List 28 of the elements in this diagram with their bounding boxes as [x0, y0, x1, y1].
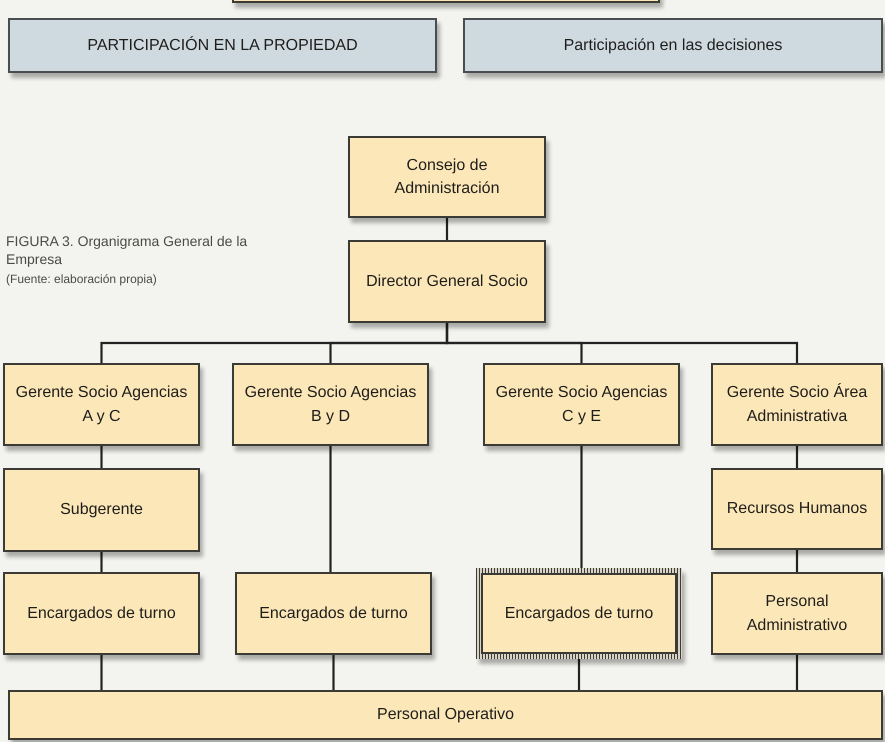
connector-line [100, 655, 103, 690]
source-note: (Fuente: elaboración propia) [6, 272, 157, 287]
org-box: Gerente Socio Agencias C y E [483, 363, 680, 446]
org-box: Encargados de turno [235, 572, 432, 655]
connector-line [100, 552, 103, 572]
org-box: Consejo de Administración [348, 136, 546, 218]
connector-line [796, 550, 798, 572]
connector-line [580, 446, 583, 568]
connector-line [796, 446, 798, 468]
org-box: Encargados de turno [3, 572, 200, 655]
connector-line [100, 446, 103, 468]
connector-line [578, 659, 580, 690]
figure-caption: FIGURA 3. Organigrama General de la Empresa [6, 233, 248, 268]
org-box: Subgerente [3, 468, 200, 552]
header-box: PARTICIPACIÓN EN LA PROPIEDAD [8, 18, 437, 73]
connector-line [446, 218, 448, 240]
org-box: Recursos Humanos [711, 468, 883, 550]
org-box: Gerente Socio Área Administrativa [711, 363, 883, 446]
org-box: Director General Socio [348, 240, 546, 323]
org-box: Gerente Socio Agencias A y C [3, 363, 200, 446]
org-box: Personal Administrativo [711, 572, 883, 655]
org-box: Personal Operativo [8, 690, 883, 740]
connector-line [796, 655, 798, 690]
connector-line [332, 655, 335, 690]
connector-line [446, 323, 798, 363]
org-box: Gerente Socio Agencias B y D [232, 363, 429, 446]
header-box: Participación en las decisiones [463, 18, 883, 73]
connector-line [329, 446, 332, 572]
